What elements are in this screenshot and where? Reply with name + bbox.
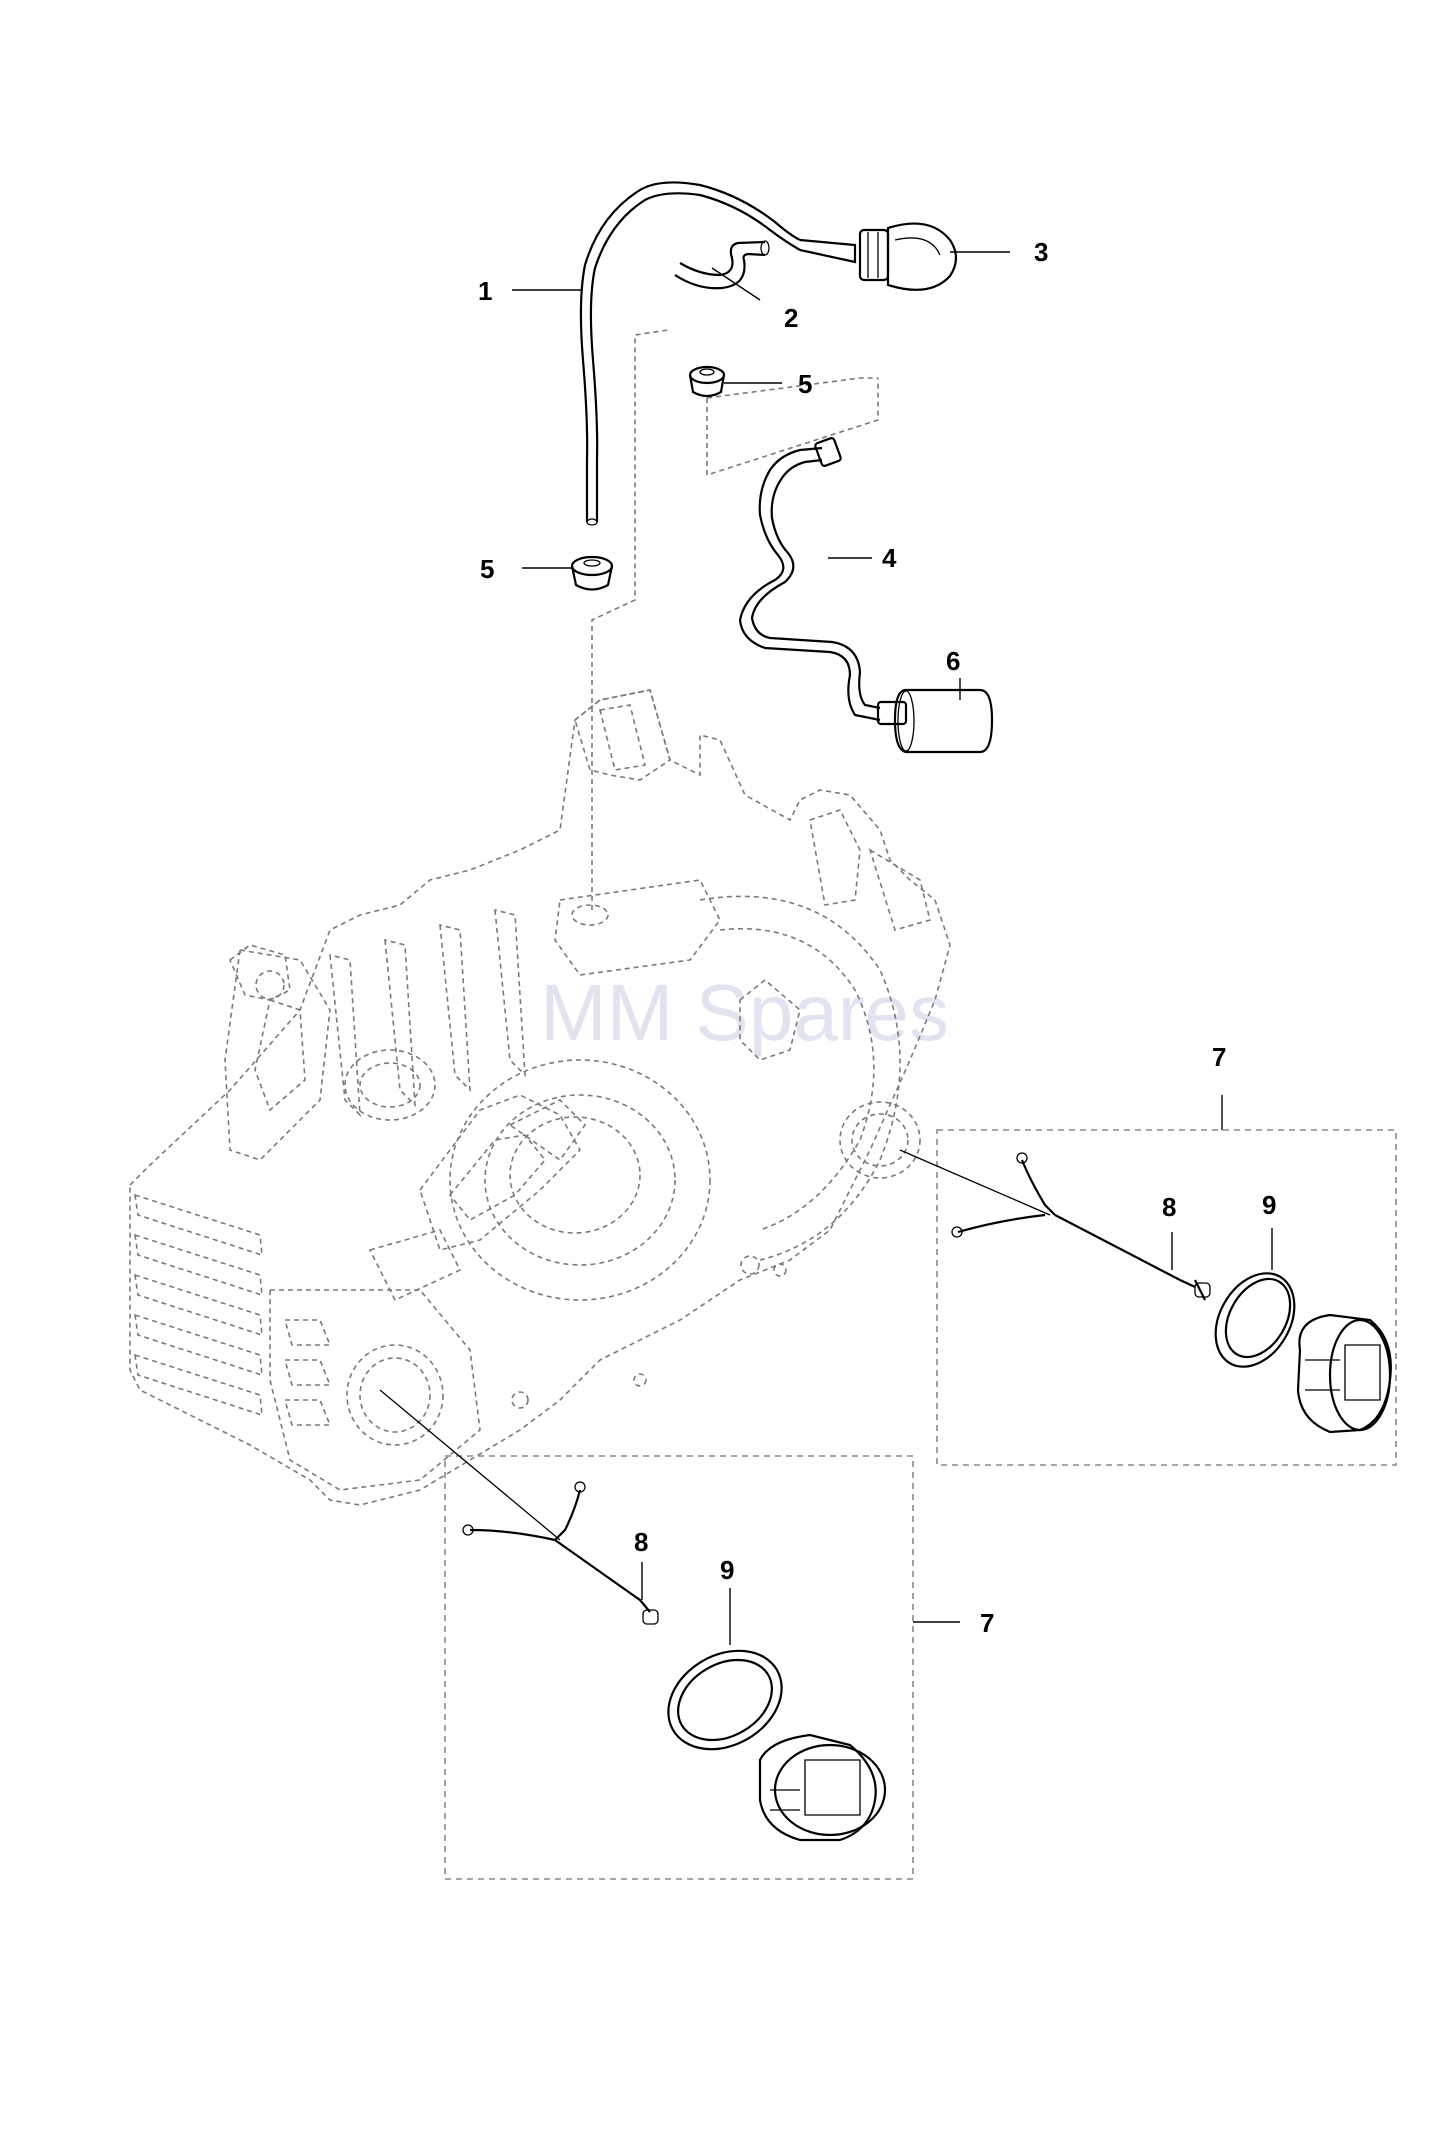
callout-labels: 1 2 3 5 4 5 6 7 8 9 8 9 7 [478, 237, 1276, 1638]
elbow-hose-part-2 [674, 240, 770, 290]
grommet-part-5-lower [570, 555, 614, 591]
callout-7-lower: 7 [980, 1608, 994, 1638]
callout-9-upper: 9 [1262, 1190, 1276, 1220]
seal-ring-part-9-lower [667, 1649, 783, 1751]
grommet-part-5-upper [688, 365, 726, 398]
oil-tank-leader [899, 1149, 1051, 1216]
callout-5-lower: 5 [480, 554, 494, 584]
callout-3: 3 [1034, 237, 1048, 267]
primer-bulb-part-3 [799, 222, 958, 291]
callout-4: 4 [882, 543, 897, 573]
return-hose-part-4 [738, 437, 881, 722]
retainer-strap-part-8-lower [462, 1481, 659, 1625]
callout-2: 2 [784, 303, 798, 333]
fuel-cap-lower [758, 1733, 887, 1842]
callout-7-upper: 7 [1212, 1042, 1226, 1072]
fuel-filter-part-6 [876, 688, 994, 754]
fuel-hose-part-1 [579, 181, 801, 526]
callout-6: 6 [946, 646, 960, 676]
callout-8-upper: 8 [1162, 1192, 1176, 1222]
leader-lines [512, 251, 1273, 1645]
fuel-tank-leader [379, 1389, 561, 1541]
retainer-strap-part-8-upper [951, 1152, 1211, 1301]
callout-8-lower: 8 [634, 1527, 648, 1557]
callout-5-upper: 5 [798, 369, 812, 399]
callout-9-lower: 9 [720, 1555, 734, 1585]
crankcase-housing [129, 689, 951, 1506]
locator-lines [591, 329, 879, 910]
fuel-cap-kit-box [444, 1455, 914, 1880]
oil-cap-kit-box [936, 1129, 1397, 1466]
callout-1: 1 [478, 276, 492, 306]
oil-cap-upper [1296, 1313, 1392, 1434]
watermark: MM Spares [540, 968, 949, 1057]
seal-ring-part-9-upper [1214, 1272, 1296, 1368]
